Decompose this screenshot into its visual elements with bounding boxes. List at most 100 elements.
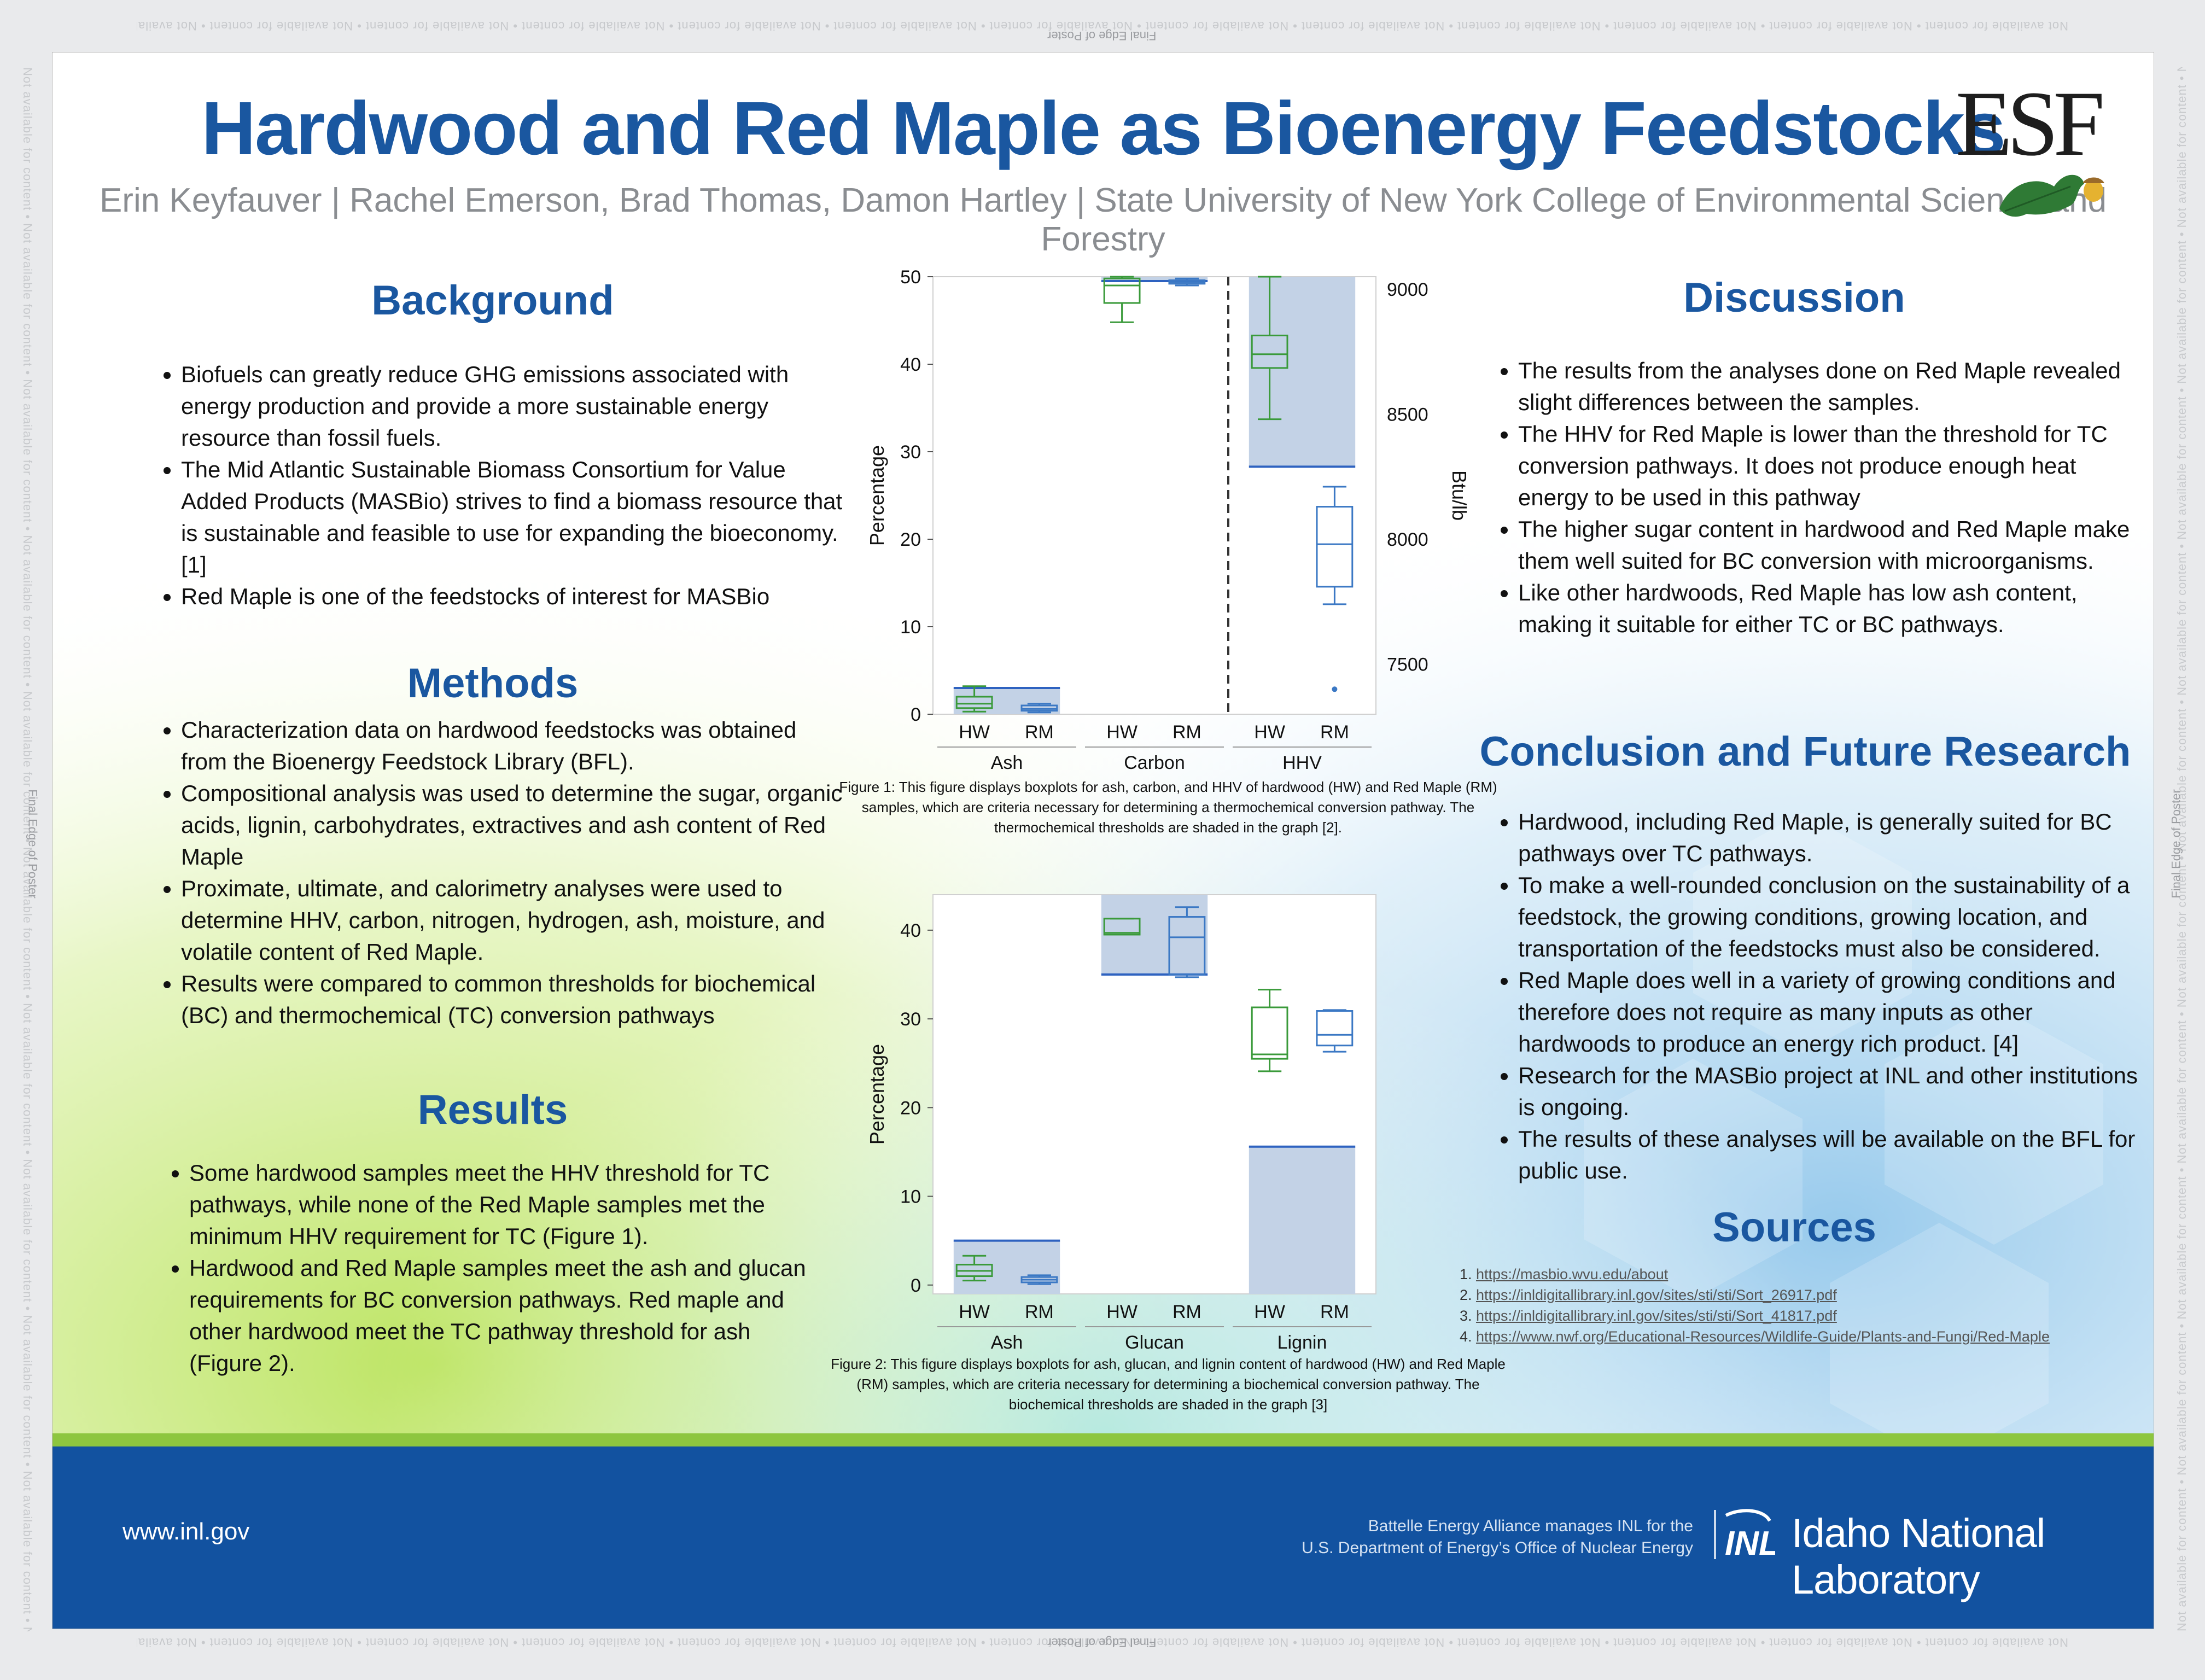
inl-name: Idaho National Laboratory xyxy=(1792,1510,2045,1602)
sources-list: https://masbio.wvu.edu/about https://inl… xyxy=(1450,1264,2154,1347)
y-axis-label: Percentage xyxy=(866,1044,888,1145)
source-link[interactable]: https://masbio.wvu.edu/about xyxy=(1476,1266,1669,1282)
box-body xyxy=(1316,1010,1354,1047)
box-body xyxy=(1103,918,1141,936)
x-tick-label: HW xyxy=(1254,1302,1285,1322)
figure-2-caption: Figure 2: This figure displays boxplots … xyxy=(831,1356,1506,1413)
source-item[interactable]: https://inldigitallibrary.inl.gov/sites/… xyxy=(1476,1305,2154,1326)
box-body xyxy=(955,696,993,709)
background-heading: Background xyxy=(371,277,614,324)
threshold-band xyxy=(1101,277,1208,281)
inl-logo-letters: INL xyxy=(1725,1525,1775,1562)
footer-battelle-line: U.S. Department of Energy’s Office of Nu… xyxy=(1302,1539,1693,1557)
discussion-item: The HHV for Red Maple is lower than the … xyxy=(1518,418,2147,514)
footer-url[interactable]: www.inl.gov xyxy=(122,1518,250,1545)
y2-tick-label: 7500 xyxy=(1387,655,1428,675)
group-label: Lignin xyxy=(1278,1332,1327,1353)
y2-tick-label: 8500 xyxy=(1387,404,1428,425)
methods-item: Characterization data on hardwood feedst… xyxy=(181,714,848,778)
conclusion-item: To make a well-rounded conclusion on the… xyxy=(1518,870,2147,965)
figure-1-caption: Figure 1: This figure displays boxplots … xyxy=(839,779,1497,836)
threshold-band xyxy=(1249,1146,1356,1294)
results-list: Some hardwood samples meet the HHV thres… xyxy=(156,1157,829,1379)
footer-band xyxy=(52,1433,2154,1629)
group-label: HHV xyxy=(1282,752,1322,773)
y-axis-label: Percentage xyxy=(866,445,888,546)
footer-green-stripe xyxy=(52,1433,2154,1446)
results-item: Hardwood and Red Maple samples meet the … xyxy=(189,1252,829,1379)
x-tick-label: HW xyxy=(1106,1302,1138,1322)
threshold-band xyxy=(1249,277,1356,467)
background-item: The Mid Atlantic Sustainable Biomass Con… xyxy=(181,454,848,581)
discussion-item: The higher sugar content in hardwood and… xyxy=(1518,514,2147,577)
x-tick-label: RM xyxy=(1172,1302,1201,1322)
x-tick-label: RM xyxy=(1172,722,1201,743)
group-label: Ash xyxy=(991,752,1023,773)
methods-list: Characterization data on hardwood feedst… xyxy=(148,714,848,1031)
esf-logo-text: ESF xyxy=(1956,72,2105,175)
box-body xyxy=(1251,334,1288,369)
footer-blue-band xyxy=(52,1446,2154,1629)
final-edge-label-right: Final Edge of Poster xyxy=(2169,789,2183,899)
discussion-heading: Discussion xyxy=(1683,275,1905,321)
box-body xyxy=(1103,277,1141,304)
source-link[interactable]: https://inldigitallibrary.inl.gov/sites/… xyxy=(1476,1308,1837,1324)
final-edge-label-left: Final Edge of Poster xyxy=(26,789,40,899)
x-tick-label: HW xyxy=(1254,722,1285,743)
source-link[interactable]: https://inldigitallibrary.inl.gov/sites/… xyxy=(1476,1287,1837,1303)
x-tick-label: RM xyxy=(1025,722,1054,743)
box-body xyxy=(1316,506,1354,588)
x-tick-label: RM xyxy=(1025,1302,1054,1322)
y-tick-label: 10 xyxy=(900,617,921,638)
box-body xyxy=(1020,704,1058,712)
footer-battelle-line: Battelle Energy Alliance manages INL for… xyxy=(1368,1517,1693,1535)
y-tick-label: 0 xyxy=(911,704,921,725)
box-outlier xyxy=(1332,686,1338,692)
conclusion-item: The results of these analyses will be av… xyxy=(1518,1123,2147,1187)
background-item: Biofuels can greatly reduce GHG emission… xyxy=(181,359,848,454)
y-tick-label: 0 xyxy=(911,1275,921,1296)
methods-item: Compositional analysis was used to deter… xyxy=(181,778,848,873)
y2-tick-label: 9000 xyxy=(1387,279,1428,300)
x-tick-label: HW xyxy=(1106,722,1138,743)
y-tick-label: 30 xyxy=(900,1009,921,1030)
poster-authors: Erin Keyfauver | Rachel Emerson, Brad Th… xyxy=(99,182,2107,258)
y-tick-label: 10 xyxy=(900,1187,921,1208)
esf-logo: ESF xyxy=(1956,72,2120,217)
background-item: Red Maple is one of the feedstocks of in… xyxy=(181,581,848,612)
y-tick-label: 50 xyxy=(900,267,921,288)
results-heading: Results xyxy=(417,1087,568,1133)
x-tick-label: HW xyxy=(959,1302,990,1322)
source-item[interactable]: https://www.nwf.org/Educational-Resource… xyxy=(1476,1326,2154,1347)
y-tick-label: 40 xyxy=(900,920,921,941)
conclusion-heading: Conclusion and Future Research xyxy=(1479,728,2131,775)
y2-tick-label: 8000 xyxy=(1387,529,1428,550)
y-tick-label: 20 xyxy=(900,529,921,550)
final-edge-label-top: Final Edge of Poster xyxy=(1047,29,1157,43)
conclusion-list: Hardwood, including Red Maple, is genera… xyxy=(1485,806,2147,1187)
threshold-band xyxy=(953,1240,1060,1294)
box-body xyxy=(1251,1006,1288,1060)
methods-item: Proximate, ultimate, and calorimetry ana… xyxy=(181,873,848,968)
conclusion-item: Red Maple does well in a variety of grow… xyxy=(1518,965,2147,1060)
y-tick-label: 30 xyxy=(900,442,921,463)
background-list: Biofuels can greatly reduce GHG emission… xyxy=(148,359,848,612)
footer-battelle-note: Battelle Energy Alliance manages INL for… xyxy=(1299,1515,1693,1559)
conclusion-item: Hardwood, including Red Maple, is genera… xyxy=(1518,806,2147,870)
source-item[interactable]: https://masbio.wvu.edu/about xyxy=(1476,1264,2154,1285)
discussion-list: The results from the analyses done on Re… xyxy=(1485,355,2147,640)
y-tick-label: 40 xyxy=(900,354,921,375)
sources-heading: Sources xyxy=(1712,1204,1876,1251)
poster: Hardwood and Red Maple as Bioenergy Feed… xyxy=(52,52,2154,1629)
source-item[interactable]: https://inldigitallibrary.inl.gov/sites/… xyxy=(1476,1285,2154,1305)
group-label: Glucan xyxy=(1125,1332,1184,1353)
poster-title: Hardwood and Red Maple as Bioenergy Feed… xyxy=(201,86,2006,171)
group-label: Ash xyxy=(991,1332,1023,1353)
source-link[interactable]: https://www.nwf.org/Educational-Resource… xyxy=(1476,1328,2050,1345)
x-tick-label: RM xyxy=(1320,1302,1349,1322)
methods-item: Results were compared to common threshol… xyxy=(181,968,848,1031)
y-tick-label: 20 xyxy=(900,1098,921,1118)
x-tick-label: HW xyxy=(959,722,990,743)
group-label: Carbon xyxy=(1124,752,1185,773)
